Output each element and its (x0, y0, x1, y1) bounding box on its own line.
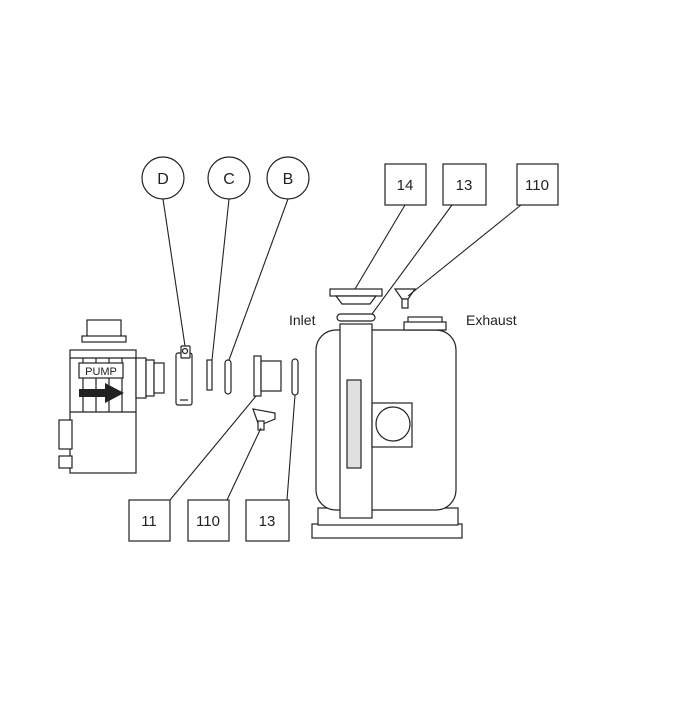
pump-base (311, 523, 463, 539)
callout-box-bottom-13: 13 (245, 499, 290, 542)
leader-lines (162, 198, 522, 501)
exhaust-label: Exhaust (466, 312, 517, 328)
callout-box-bottom-11-label: 11 (141, 513, 157, 530)
part-110-trap-upper (393, 288, 417, 309)
booster-pump-outlet-neck (135, 357, 147, 399)
callout-d-label: D (157, 171, 169, 188)
main-vacuum-pump (311, 316, 463, 539)
callout-box-top-110-label: 110 (525, 177, 549, 194)
callout-box-top-13-label: 13 (456, 177, 473, 194)
callout-box-top-14: 14 (384, 163, 427, 206)
leader-d (162, 198, 186, 347)
booster-pump-plug (58, 455, 73, 469)
part-c-seal (206, 359, 213, 391)
leader-bottom-13 (286, 394, 296, 501)
part-14-inlet-flange (329, 288, 383, 305)
callout-box-bottom-110: 110 (187, 499, 230, 542)
part-110-trap-lower (252, 408, 276, 431)
part-b-o-ring (224, 359, 232, 395)
leader-bottom-110 (226, 427, 262, 501)
booster-pump-inlet-flange (86, 319, 122, 338)
booster-pump: PUMP (58, 319, 165, 474)
callout-box-top-14-label: 14 (397, 177, 414, 194)
callout-d: D (141, 156, 185, 200)
booster-pump-junction-box (58, 419, 73, 450)
callout-box-bottom-110-label: 110 (196, 513, 220, 530)
callout-b-label: B (283, 171, 294, 188)
booster-pump-outlet-flange-a (145, 359, 155, 397)
flow-arrow-icon (79, 383, 124, 403)
pump-motor-hub (375, 406, 411, 442)
callout-box-top-13: 13 (442, 163, 487, 206)
leader-bottom-11 (169, 395, 257, 501)
callout-box-bottom-13-label: 13 (259, 513, 276, 530)
callout-c: C (207, 156, 251, 200)
callout-box-top-110: 110 (516, 163, 559, 206)
inlet-label: Inlet (289, 312, 316, 328)
part-11-adaptor (253, 355, 282, 397)
callout-box-bottom-11: 11 (128, 499, 171, 542)
part-13-o-ring-upper (336, 313, 376, 322)
booster-pump-inlet-neck (81, 335, 127, 343)
pump-tag-label: PUMP (85, 366, 117, 378)
pump-tag (78, 362, 124, 379)
callout-b: B (266, 156, 310, 200)
leader-top-110 (407, 204, 522, 297)
leader-top-14 (354, 204, 406, 290)
leader-b (228, 198, 289, 361)
part-d-adaptor (175, 345, 193, 406)
callout-c-label: C (223, 171, 235, 188)
pump-sight-window (346, 379, 362, 469)
leader-c (211, 198, 230, 361)
leader-top-13 (371, 204, 453, 315)
booster-pump-outlet-flange-b (153, 362, 165, 394)
part-13-o-ring-lower (291, 358, 299, 396)
